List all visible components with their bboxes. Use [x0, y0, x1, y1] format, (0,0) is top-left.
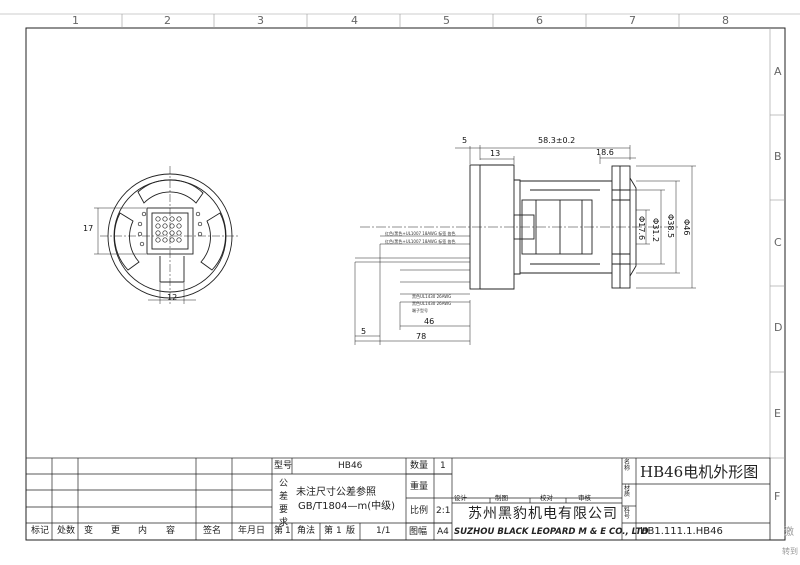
approve-label: 审核 [578, 494, 591, 502]
tolerance-note-1: 未注尺寸公差参照 [296, 487, 376, 498]
qty-value: 1 [440, 461, 446, 471]
wire-label-1: 红色/黑色+UL1007 18AWG 标签 各色 [385, 231, 456, 236]
dim-dia-38-5: Φ38.5 [666, 214, 675, 239]
col-label-8: 8 [722, 14, 729, 27]
row-label-D: D [774, 321, 783, 334]
dim-flange: 5 [462, 136, 468, 145]
version-label: 版 [346, 526, 356, 536]
rev-content-header: 内 [138, 526, 148, 536]
col-label-6: 6 [536, 14, 543, 27]
dim-lead-78: 78 [416, 332, 427, 341]
col-label-1: 1 [72, 14, 79, 27]
rev-change-header-2: 更 [111, 526, 121, 536]
drawing-number: HB1.111.1.HB46 [640, 526, 723, 537]
row-ticks [770, 114, 785, 459]
rev-date-header: 年月日 [238, 526, 266, 536]
side-code-label: 料号 [624, 507, 631, 520]
dim-lead-5: 5 [361, 327, 367, 336]
model-label: 型号 [274, 461, 293, 471]
side-name-label: 名称 [624, 459, 631, 472]
dim-dia-17-6: Φ17.6 [637, 216, 646, 241]
col-label-5: 5 [443, 14, 450, 27]
watermark-line-1: 激 [784, 527, 794, 538]
wire-label-5: 端子型号 [412, 308, 428, 313]
model-value: HB46 [338, 461, 363, 471]
sheet-size-value: A4 [437, 527, 449, 537]
title-block-grid [25, 457, 771, 541]
column-ticks [121, 14, 680, 28]
dim-rear-section: 18.6 [596, 148, 614, 157]
side-view [354, 145, 696, 345]
dim-end-17: 17 [83, 224, 94, 233]
row-label-A: A [774, 65, 782, 78]
tolerance-label: 公差要求 [277, 478, 287, 530]
rev-count-header: 处数 [57, 526, 76, 536]
weight-label: 重量 [410, 482, 429, 492]
end-view [94, 166, 240, 306]
version-prefix: 第 [324, 526, 334, 536]
dim-overall-length: 58.3±0.2 [538, 136, 576, 145]
scale-label: 比例 [410, 506, 429, 516]
dim-body-front: 13 [490, 149, 501, 158]
row-label-E: E [774, 407, 781, 420]
qty-label: 数量 [410, 461, 429, 471]
sheet-prefix: 第 [274, 526, 284, 536]
draw-label: 制图 [495, 494, 508, 502]
wire-label-3: 黑色UL1430 26AWG [412, 294, 452, 299]
rev-mark-header: 标记 [31, 526, 50, 536]
row-label-F: F [774, 490, 781, 503]
version-number: 1 [336, 526, 342, 536]
sheet-size-label: 图幅 [409, 527, 428, 537]
tolerance-note-2: GB/T1804—m(中级) [298, 501, 396, 512]
sheet-number: 1 [285, 526, 291, 536]
page-count: 1/1 [376, 526, 391, 536]
scale-value: 2:1 [436, 506, 451, 516]
drawing-title: HB46电机外形图 [640, 463, 759, 481]
col-label-2: 2 [164, 14, 171, 27]
company-name-en: SUZHOU BLACK LEOPARD M & E CO., LTD [454, 527, 649, 537]
company-name-cn: 苏州黑豹机电有限公司 [468, 506, 618, 522]
row-label-C: C [774, 236, 782, 249]
dim-dia-31-2: Φ31.2 [651, 218, 660, 243]
watermark-line-2: 转到 [782, 547, 798, 556]
side-material-label: 材质 [624, 485, 631, 498]
angle-label: 角法 [297, 526, 316, 536]
wire-label-2: 红色/黑色+UL1007 18AWG 标签 各色 [385, 239, 456, 244]
rev-sign-header: 签名 [203, 526, 222, 536]
rev-content-header-2: 容 [166, 526, 176, 536]
design-label: 设计 [454, 494, 467, 502]
row-label-B: B [774, 150, 782, 163]
check-label: 校对 [540, 494, 553, 502]
col-label-4: 4 [351, 14, 358, 27]
dim-end-12: 12 [167, 293, 178, 302]
wire-label-4: 黑色UL1430 26AWG [412, 301, 452, 306]
dim-lead-46: 46 [424, 317, 435, 326]
rev-change-header: 变 [84, 526, 94, 536]
col-label-7: 7 [629, 14, 636, 27]
col-label-3: 3 [257, 14, 264, 27]
dim-dia-46: Φ46 [682, 219, 691, 236]
